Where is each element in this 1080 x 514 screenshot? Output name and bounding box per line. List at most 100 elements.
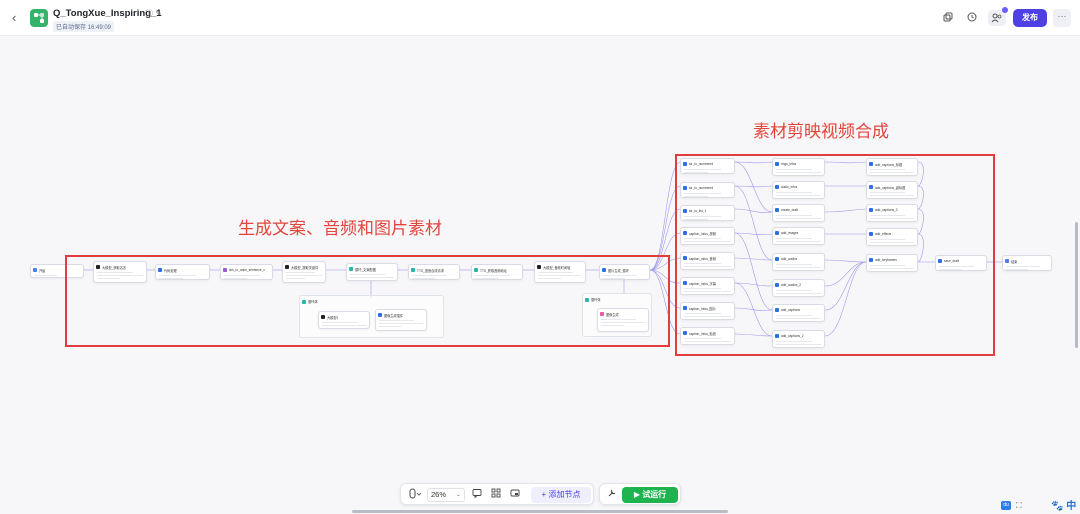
plugin-node[interactable]: add_effects [866, 228, 918, 246]
plugin-node[interactable]: str_to_list_1 [680, 205, 735, 221]
vertical-scrollbar[interactable] [1075, 222, 1078, 348]
edit-info-icon[interactable]: ⓘ ✎ [145, 9, 162, 18]
image-icon [378, 313, 382, 317]
plugin-node[interactable]: add_audios_2 [772, 279, 825, 297]
start-icon [33, 268, 37, 272]
plugin-node[interactable]: imgs_infos [772, 158, 825, 176]
plugin-icon [683, 209, 687, 213]
chevron-down-icon: ⌄ [455, 492, 461, 498]
zoom-select[interactable]: 26%⌄ [427, 488, 465, 502]
material-generation-label: 生成文案、音频和图片素材 [238, 219, 442, 238]
image-gen-icon [600, 312, 604, 316]
plugin-node[interactable]: caption_infos_贴纸 [680, 327, 735, 345]
code-icon [158, 268, 162, 272]
plugin-icon [683, 231, 687, 235]
plugin-node[interactable]: add_captions_3 [866, 204, 918, 222]
ime-indicator[interactable]: 🐾 中 [1051, 501, 1077, 512]
plugin-node[interactable]: add_captions_副标题 [866, 181, 918, 199]
plugin-node[interactable]: add_images [772, 227, 825, 245]
loop-image-plugin-node[interactable]: 图像生成插件 [375, 309, 427, 331]
mouse-mode-icon[interactable] [406, 488, 424, 502]
llm-icon [537, 265, 541, 269]
loop-node[interactable]: 循环_文案配图 [346, 263, 398, 281]
plugin-icon [683, 162, 687, 166]
plugin-node[interactable]: add_audios [772, 253, 825, 271]
llm-icon [285, 265, 289, 269]
plugin-icon [775, 231, 779, 235]
workflow-logo-icon [30, 9, 48, 27]
copy-icon[interactable] [942, 12, 954, 24]
plugin-node[interactable]: caption_infos_视频 [680, 227, 735, 245]
plugin-node[interactable]: add_captions_2 [772, 330, 825, 348]
llm-icon [321, 315, 325, 319]
loop-icon [585, 297, 589, 302]
more-menu-button[interactable]: ··· [1053, 9, 1071, 27]
screenshot-icon[interactable]: ⛶ [1016, 501, 1022, 510]
plugin-node[interactable]: add_captions_标题 [866, 158, 918, 176]
tts-request-node[interactable]: TTS_语音合成请求 [408, 264, 460, 280]
plugin-node[interactable]: add_captions [772, 304, 825, 322]
image-loop-node[interactable]: 图片生成_循环 [599, 264, 650, 280]
tts-icon [474, 268, 478, 272]
plugin-node[interactable]: str_to_numbered [680, 158, 735, 174]
loop-image-gen-node[interactable]: 图像生成 [597, 308, 649, 332]
plugin-icon [775, 308, 779, 312]
plugin-icon [683, 331, 687, 335]
history-icon[interactable] [966, 12, 978, 24]
tts-icon [411, 268, 415, 272]
material-generation-highlight [65, 255, 670, 347]
plugin-node[interactable]: create_draft [772, 204, 825, 222]
minimap-icon[interactable] [509, 488, 521, 502]
plugin-node[interactable]: link_to_anim_sentence_c [220, 264, 273, 280]
plugin-node[interactable]: caption_infos_字幕 [680, 277, 735, 295]
plugin-icon [775, 257, 779, 261]
comment-icon[interactable] [471, 488, 483, 502]
plugin-icon [775, 208, 779, 212]
video-composition-highlight [675, 154, 995, 356]
plugin-icon [683, 256, 687, 260]
plugin-icon [869, 185, 873, 189]
plugin-icon [223, 268, 227, 272]
collaborators-button[interactable] [988, 7, 1008, 26]
llm-node[interactable]: 大模型_音频时间轴 [534, 261, 586, 283]
llm-node[interactable]: 大模型_获取名言 [93, 261, 147, 283]
plugin-node[interactable]: audio_infos [772, 181, 825, 199]
loop-llm-node[interactable]: 大模型1 [318, 311, 370, 329]
plugin-icon [869, 232, 873, 236]
ime-label: 中 [1066, 501, 1077, 512]
code-node[interactable]: 代码处理 [155, 264, 210, 280]
plugin-node[interactable]: caption_infos_图片 [680, 302, 735, 320]
plugin-node[interactable]: caption_infos_音频 [680, 252, 735, 270]
llm-node[interactable]: 大模型_提取关键词 [282, 261, 326, 283]
plugin-icon [683, 186, 687, 190]
horizontal-scrollbar[interactable] [352, 510, 728, 513]
assistant-icon[interactable]: du [1001, 501, 1011, 510]
video-composition-label: 素材剪映视频合成 [753, 122, 889, 141]
loop-icon [349, 267, 353, 271]
canvas-toolbar: 26%⌄ + 添加节点 [400, 483, 594, 505]
plugin-node[interactable]: str_to_numbered [680, 182, 735, 198]
save-draft-node[interactable]: save_draft [935, 255, 987, 271]
plugin-icon [869, 258, 873, 262]
end-icon [1005, 259, 1009, 263]
end-node[interactable]: 结束 [1002, 255, 1052, 271]
workflow-canvas[interactable]: 开始 大模型_获取名言 代码处理 link_to_anim_sentence_c… [0, 36, 1080, 514]
plugin-icon [869, 162, 873, 166]
workflow-title: Q_TongXue_Inspiring_1 [53, 8, 162, 19]
plugin-icon [775, 162, 779, 166]
plugin-icon [775, 334, 779, 338]
add-node-button[interactable]: + 添加节点 [531, 487, 591, 503]
run-toolbar: ▶ 试运行 [599, 483, 681, 505]
plugin-node[interactable]: add_keyframes [866, 254, 918, 272]
notification-dot [1002, 7, 1008, 13]
layout-icon[interactable] [490, 488, 502, 502]
debug-tool-icon[interactable] [605, 488, 619, 502]
plugin-icon [869, 208, 873, 212]
test-run-button[interactable]: ▶ 试运行 [622, 487, 678, 503]
publish-button[interactable]: 发布 [1013, 9, 1047, 27]
plugin-icon [938, 259, 942, 263]
back-icon[interactable]: ‹ [12, 10, 17, 25]
tts-fetch-node[interactable]: TTS_获取音频地址 [471, 264, 523, 280]
image-icon [602, 268, 606, 272]
start-node[interactable]: 开始 [30, 264, 84, 278]
